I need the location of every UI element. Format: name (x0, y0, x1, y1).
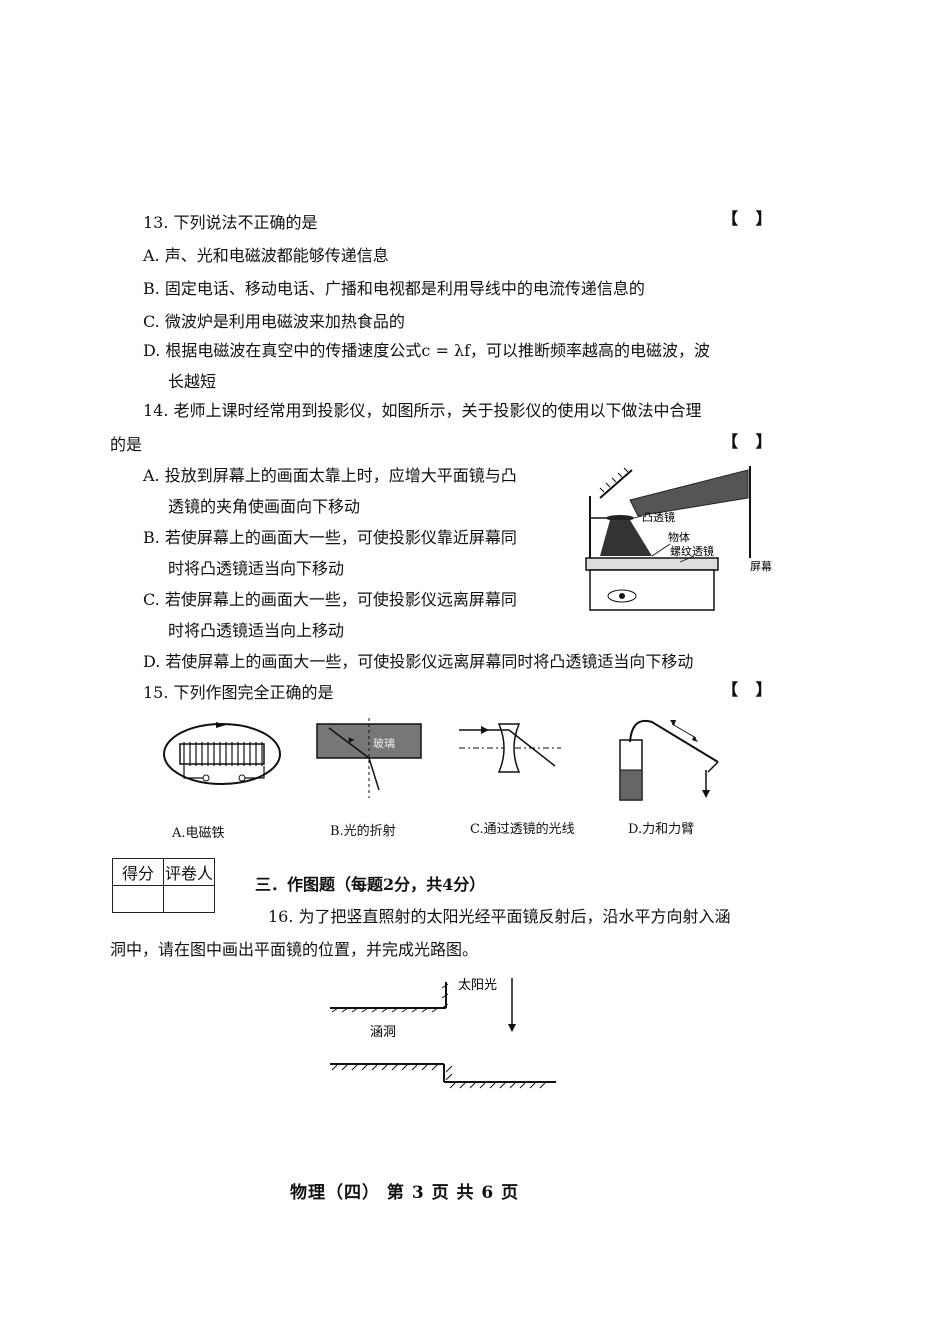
lever-tip (707, 761, 719, 773)
mirror-hatch (599, 467, 629, 493)
q13-option-a: A. 声、光和电磁波都能够传递信息 (143, 246, 389, 265)
q13-option-d: D. 根据电磁波在真空中的传播速度公式c = λf，可以推断频率越高的电磁波，波 (143, 341, 711, 360)
refraction-figure: 玻璃 (316, 718, 422, 798)
q14-stem-line2: 的是 (110, 435, 143, 454)
incident-arrow-icon (348, 737, 355, 743)
convex-lens-label: 凸透镜 (642, 510, 675, 524)
grader-cell[interactable] (163, 885, 215, 913)
fresnel-lens-plate (585, 557, 719, 571)
sunlight-arrow-icon (508, 1024, 516, 1032)
q14-option-b: B. 若使屏幕上的画面大一些，可使投影仪靠近屏幕同 (143, 528, 517, 547)
q14-option-c-continued: 时将凸透镜适当向上移动 (168, 621, 345, 640)
caption-a: A.电磁铁 (172, 826, 225, 841)
section-3-title: 三．作图题（每题2分，共4分） (255, 875, 486, 894)
refracted-ray (368, 757, 380, 791)
plane-mirror (599, 469, 633, 499)
q14-option-b-continued: 时将凸透镜适当向下移动 (168, 559, 345, 578)
object-label: 物体 (668, 530, 690, 544)
page-footer: 物理（四） 第 3 页 共 6 页 (290, 1183, 520, 1203)
field-arrow-icon (216, 722, 226, 728)
terminal-left (202, 774, 210, 782)
arm-arrow-start-icon (670, 720, 676, 726)
q13-stem: 13. 下列说法不正确的是 (143, 213, 318, 232)
q14-option-a-continued: 透镜的夹角使画面向下移动 (168, 497, 361, 516)
caption-c: C.通过透镜的光线 (470, 822, 575, 837)
bottom-wall-hatch (331, 1063, 547, 1089)
lever-figure (619, 720, 719, 801)
culvert-label: 涵洞 (370, 1025, 396, 1040)
culvert-figure: 太阳光 涵洞 (330, 978, 556, 1089)
projector-figure: 凸透镜 物体 螺纹透镜 屏幕 (585, 466, 772, 611)
projection-beam (629, 469, 749, 517)
coil-leads (183, 766, 265, 779)
lens-ray-figure (459, 723, 561, 773)
electromagnet-figure (163, 722, 281, 785)
fan-hub-icon (619, 593, 625, 599)
caption-b: B.光的折射 (330, 824, 396, 839)
caption-d: D.力和力臂 (628, 822, 695, 837)
q14-stem-line1: 14. 老师上课时经常用到投影仪，如图所示，关于投影仪的使用以下做法中合理 (143, 401, 702, 420)
q14-option-a: A. 投放到屏幕上的画面太靠上时，应增大平面镜与凸 (143, 466, 517, 485)
fan-icon (607, 589, 637, 603)
ray-arrow-icon (481, 726, 489, 734)
lever-arm-marker (671, 723, 697, 739)
force-arrow-icon (702, 790, 710, 798)
lever-arm (629, 720, 719, 763)
sunlight-label: 太阳光 (458, 978, 497, 993)
lever-base-fill (619, 769, 643, 801)
score-cell[interactable] (112, 885, 164, 913)
outgoing-ray (508, 729, 556, 767)
convex-lens (606, 515, 634, 521)
fresnel-lens-label: 螺纹透镜 (670, 544, 714, 558)
leader-object (651, 543, 671, 557)
q13-option-b: B. 固定电话、移动电话、广播和电视都是利用导线中的电流传递信息的 (143, 279, 645, 298)
q15-stem: 15. 下列作图完全正确的是 (143, 683, 334, 702)
q13-option-c: C. 微波炉是利用电磁波来加热食品的 (143, 312, 405, 331)
solenoid-core (179, 743, 265, 765)
leader-convex (633, 515, 643, 519)
terminal-right (238, 774, 246, 782)
score-box: 得分 评卷人 (112, 858, 215, 913)
screen-label: 屏幕 (750, 559, 772, 573)
q16-line1: 16. 为了把竖直照射的太阳光经平面镜反射后，沿水平方向射入涵 (268, 907, 731, 926)
score-header: 得分 (112, 858, 164, 886)
top-wall-hatch (331, 983, 449, 1013)
q16-line2: 洞中，请在图中画出平面镜的位置，并完成光路图。 (110, 940, 479, 959)
q14-option-d: D. 若使屏幕上的画面大一些，可使投影仪远离屏幕同时将凸透镜适当向下移动 (143, 652, 694, 671)
lower-beam (600, 520, 652, 556)
concave-lens (497, 723, 521, 773)
arm-arrow-end-icon (692, 736, 698, 742)
q14-option-c: C. 若使屏幕上的画面大一些，可使投影仪远离屏幕同 (143, 590, 517, 609)
solenoid-coil (183, 742, 263, 766)
q13-option-d-continued: 长越短 (168, 372, 217, 391)
q14-answer-bracket: 【 】 (722, 432, 778, 451)
q13-answer-bracket: 【 】 (722, 209, 778, 228)
q15-answer-bracket: 【 】 (722, 680, 778, 699)
leader-fresnel (679, 555, 695, 563)
grader-header: 评卷人 (163, 858, 215, 886)
glass-label: 玻璃 (373, 736, 395, 750)
projector-base (589, 569, 715, 611)
glass-block (316, 723, 422, 759)
